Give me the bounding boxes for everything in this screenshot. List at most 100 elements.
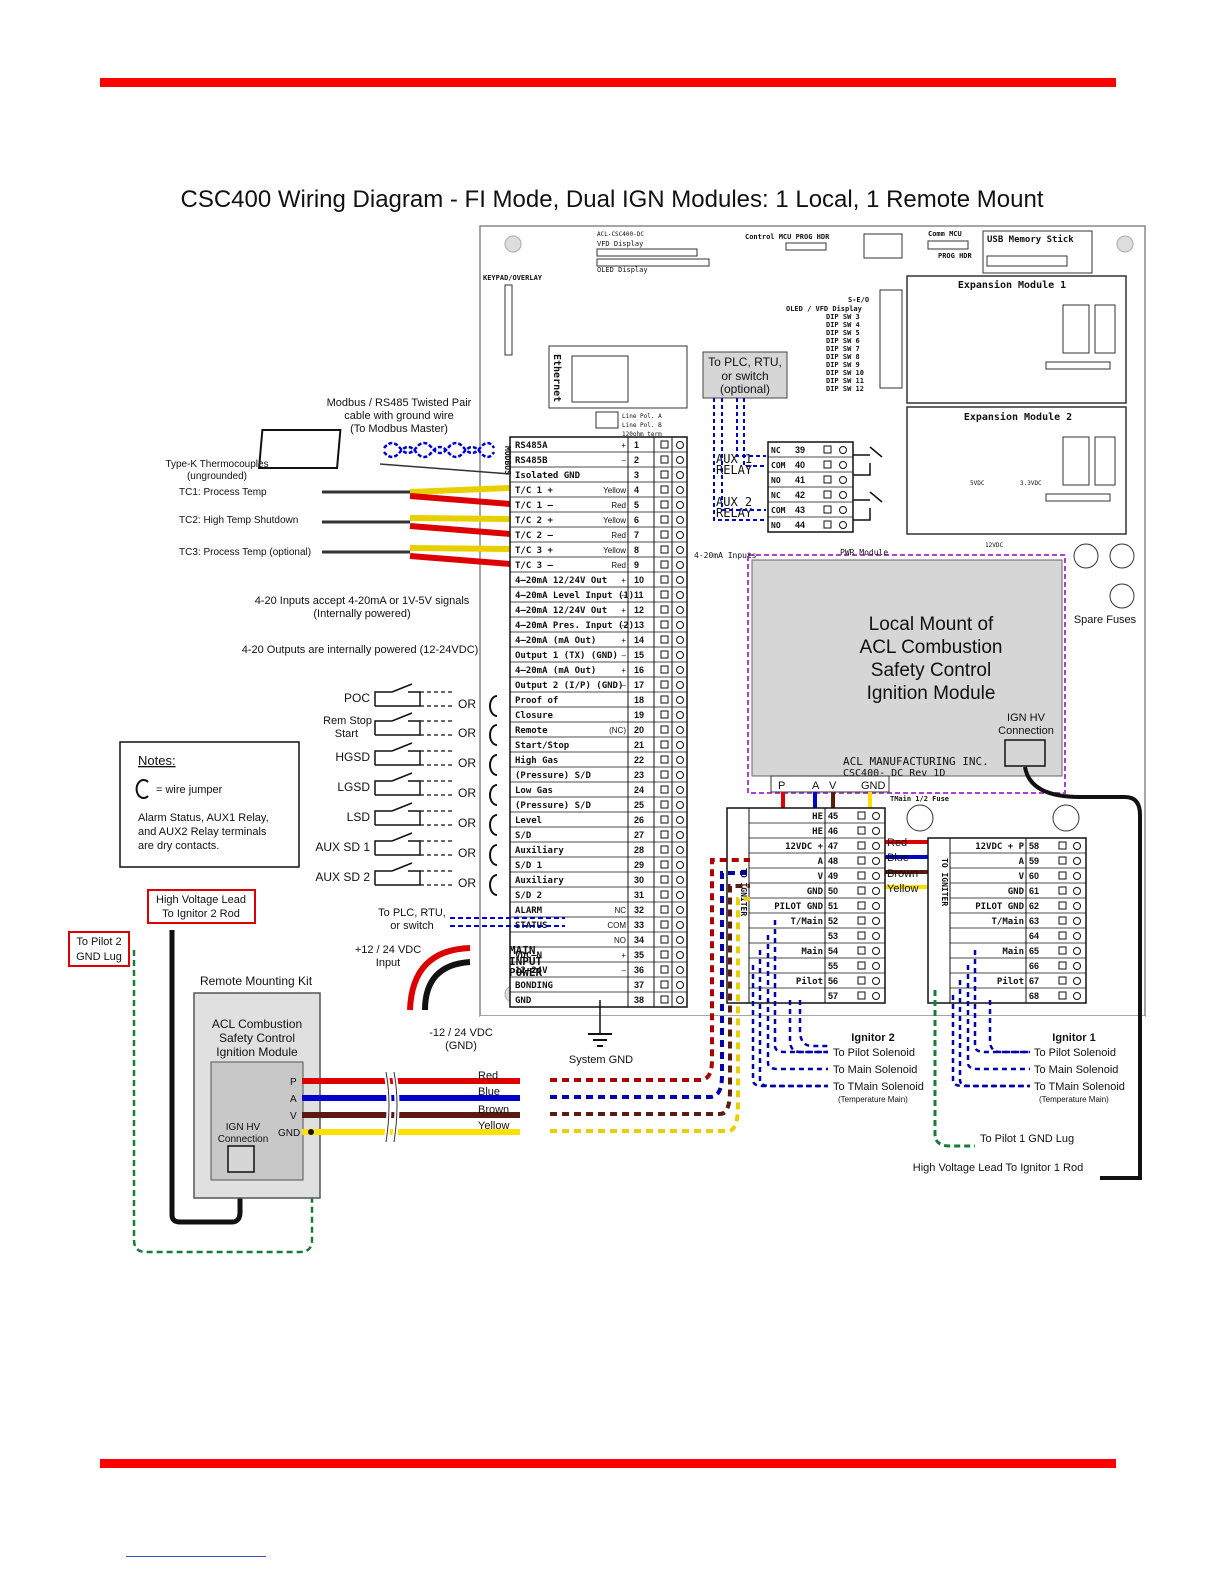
svg-text:Alarm Status, AUX1 Relay,: Alarm Status, AUX1 Relay, [138,812,269,824]
ign-terminal-label: HE [812,827,823,837]
or-label: OR [458,876,476,890]
thermocouple-label: Type-K Thermocouples [165,459,268,470]
terminal-screw [660,920,669,929]
terminal-screw [660,440,669,449]
terminal-label: ALARM [515,906,543,916]
modbus-cable [257,429,342,469]
footer-underline [126,1556,266,1557]
terminal-clamp [676,726,684,734]
svg-text:To Pilot Solenoid: To Pilot Solenoid [833,1047,915,1059]
ign-terminal-number: 62 [1029,901,1039,911]
terminal-clamp [676,696,684,704]
terminal-label: Output 1 (TX) (GND) [515,651,618,661]
svg-text:CSC400- DC Rev 1D: CSC400- DC Rev 1D [843,768,945,779]
terminal-label: Low Gas [515,786,553,796]
terminal-screw [660,950,669,959]
terminal-screw [660,485,669,494]
terminal-clamp [676,906,684,914]
svg-text:Red: Red [478,1070,498,1082]
usb-label: USB Memory Stick [987,234,1074,245]
terminal-number: 4 [634,485,639,495]
svg-text:RELAY: RELAY [716,506,753,520]
switch-label: AUX SD 1 [315,840,370,854]
terminal-number: 15 [634,650,644,660]
local-module-outline [747,554,1066,794]
ign-terminal-label: HE [812,812,823,822]
terminal-label: 4–20mA 12/24V Out [515,576,607,586]
ign-terminal-label: V [818,872,824,882]
ign-terminal-number: 46 [828,826,838,836]
terminal-screw [660,785,669,794]
or-label: OR [458,697,476,711]
relay-number: 39 [795,445,805,455]
terminal-screw [660,620,669,629]
svg-text:DIP SW 10: DIP SW 10 [826,369,864,377]
terminal-label: Auxiliary [515,875,564,886]
terminal-number: 21 [634,740,644,750]
switch-symbol [374,683,421,707]
switch-symbol [374,832,421,856]
svg-text:OLED Display: OLED Display [597,266,648,274]
terminal-clamp [676,546,684,554]
terminal-sign: Yellow [603,546,626,555]
terminal-number: 10 [634,575,644,585]
terminal-sign: + [621,636,626,645]
svg-text:(Temperature Main): (Temperature Main) [838,1095,908,1104]
terminal-label: Auxiliary [515,845,564,856]
terminal-sign: NC [614,906,626,915]
remote-ignition-module [210,1061,304,1181]
terminal-clamp [676,756,684,764]
plc2-label: To PLC, RTU, [378,907,446,919]
terminal-sign: – [622,621,627,630]
terminal-label: T/C 1 + [515,486,554,496]
ign-terminal-number: 50 [828,886,838,896]
tc3-label: TC3: Process Temp (optional) [179,547,311,558]
tc1-label: TC1: Process Temp [179,487,267,498]
vfd-display-connector: ACL-CSC400-DC VFD Display OLED Display [596,231,710,274]
terminal-label: S/D 2 [515,891,542,901]
terminal-screw [660,605,669,614]
terminal-screw [660,815,669,824]
terminal-label: T/C 2 + [515,516,554,526]
terminal-screw [660,545,669,554]
terminal-label: Start/Stop [515,741,570,751]
terminal-clamp [676,486,684,494]
terminal-screw [660,530,669,539]
terminal-clamp [676,666,684,674]
terminal-screw [660,665,669,674]
ign-terminal-number: 57 [828,991,838,1001]
svg-text:(GND): (GND) [445,1040,477,1052]
outputs-note: 4-20 Outputs are internally powered (12-… [242,644,479,656]
terminal-number: 13 [634,620,644,630]
terminal-label: Level [515,816,542,826]
ign-fuse [1052,804,1080,832]
thermocouple-probes [322,485,511,567]
terminal-number: 26 [634,815,644,825]
terminal-number: 2 [634,455,639,465]
svg-text:Local Mount of: Local Mount of [869,614,994,635]
wire-jumper-icon [489,695,498,717]
ign-terminal-number: 60 [1029,871,1039,881]
svg-text:5VDC: 5VDC [970,480,985,487]
terminal-screw [660,770,669,779]
terminal-clamp [676,876,684,884]
ign-terminal-number: 68 [1029,991,1039,1001]
terminal-clamp [676,861,684,869]
svg-text:VFD Display: VFD Display [597,240,643,248]
terminal-sign: Red [611,501,626,510]
remote-kit-title: Remote Mounting Kit [200,974,313,988]
terminal-number: 5 [634,500,639,510]
relay-number: 42 [795,490,805,500]
terminal-label: Remote [515,726,548,736]
prog-hdr-label: PROG HDR [938,252,973,260]
terminal-number: 3 [634,470,639,480]
terminal-sign: + [621,441,626,450]
ign-terminal-label: Main [801,946,823,957]
ign-terminal-label: Pilot [796,976,823,987]
switch-symbol [374,772,421,796]
svg-text:Connection: Connection [998,725,1054,737]
terminal-label: GND [515,996,532,1006]
